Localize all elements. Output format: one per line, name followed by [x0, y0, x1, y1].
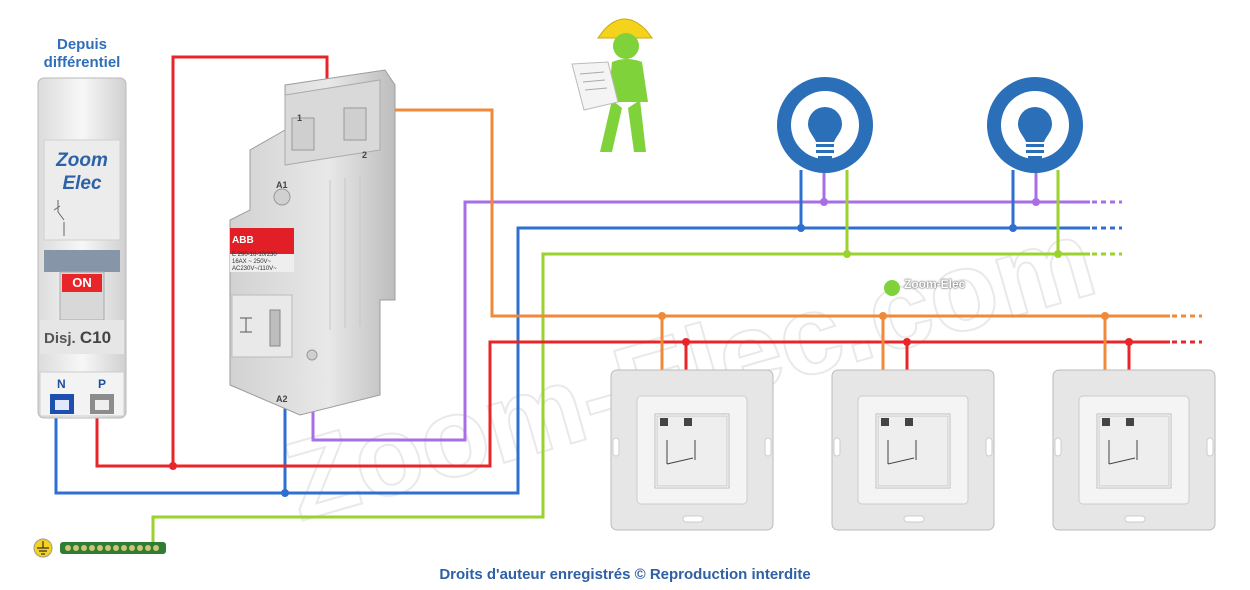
- impulse-relay: [229, 69, 396, 416]
- wire-phase: [95, 340, 1170, 468]
- worker-icon: [571, 18, 653, 152]
- terminal-n-label: N: [57, 377, 66, 391]
- relay-terminal-2: 2: [362, 150, 368, 160]
- pushbutton-2[interactable]: [831, 369, 995, 531]
- breaker-symbol-icon: [53, 200, 65, 236]
- relay-terminal-a2: A2: [276, 394, 288, 404]
- junctions: [169, 198, 1133, 497]
- wire-neutral: [54, 226, 1090, 495]
- wire-earth: [151, 252, 1090, 545]
- terminal-p-label: P: [98, 377, 107, 391]
- lamp-icon: [1018, 107, 1052, 159]
- pushbutton-3[interactable]: [1052, 369, 1216, 531]
- relay-spec-2: AC230V~/110V~: [232, 266, 277, 272]
- wire-phase-relay: [171, 55, 329, 466]
- pushbutton-icon: [1108, 440, 1138, 465]
- lamp-icon: [808, 107, 842, 159]
- lamp-1: [777, 77, 873, 173]
- watermark-logo: [884, 280, 900, 296]
- breaker-rating-label: Disj. C10: [44, 328, 111, 348]
- breaker-state: ON: [72, 275, 92, 290]
- breaker-rating: C10: [79, 328, 112, 347]
- lamp-2: [987, 77, 1083, 173]
- relay-terminal-a1: A1: [276, 180, 288, 190]
- breaker-brand-line1: Zoom: [56, 150, 108, 171]
- breaker-label: Disj.: [44, 330, 76, 347]
- wires: [54, 55, 1202, 545]
- pushbutton-icon: [887, 440, 917, 465]
- pushbutton-1[interactable]: [610, 369, 774, 531]
- relay-brand: ABB: [232, 235, 254, 246]
- wire-lamp-return: [311, 200, 1090, 442]
- relay-ref-code: E 290-16-10/230: [232, 252, 277, 258]
- relay-reference: E 290-16-10/230 16AX ~ 250V~ AC230V~/110…: [232, 252, 292, 273]
- earth-bar: [33, 538, 166, 558]
- relay-terminal-1: 1: [297, 113, 303, 123]
- circuit-breaker: [37, 77, 127, 419]
- breaker-brand-line2: Elec: [62, 173, 102, 194]
- copyright-notice: Droits d'auteur enregistrés © Reproducti…: [439, 566, 811, 583]
- source-label: Depuis différentiel: [43, 36, 121, 71]
- relay-spec-1: 16AX ~ 250V~: [232, 259, 272, 265]
- watermark-text: Zoom-Elec: [904, 277, 966, 291]
- pushbutton-icon: [666, 440, 696, 465]
